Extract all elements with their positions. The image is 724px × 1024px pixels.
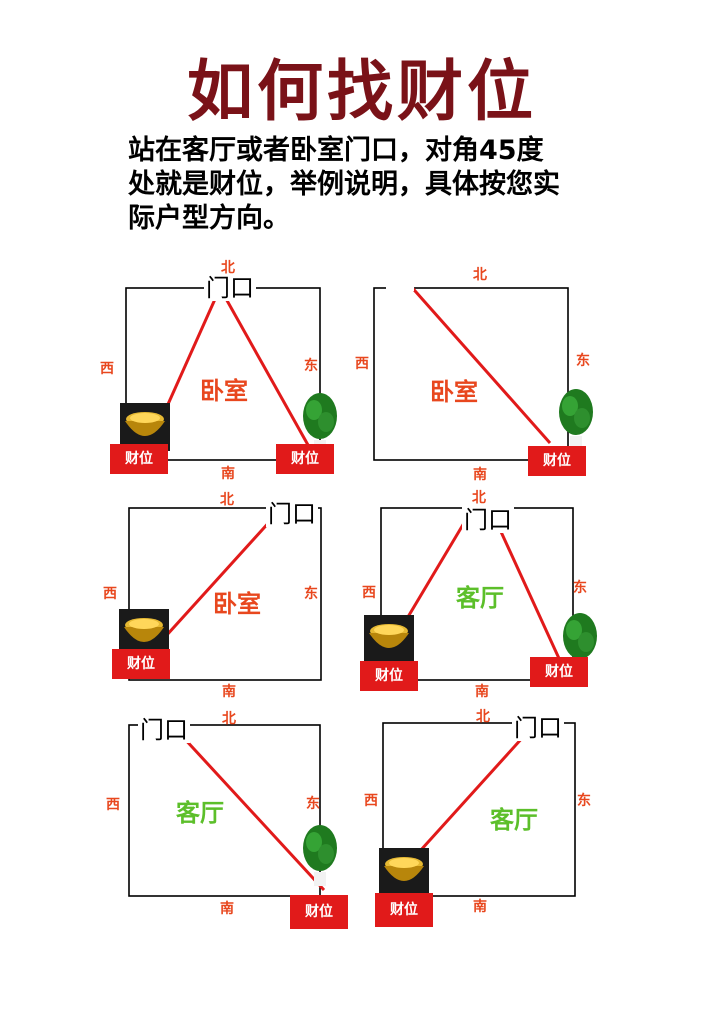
treasure-pot-icon [379,848,429,896]
door-label: 门口 [138,716,190,744]
door-label: 门口 [512,714,564,742]
direction-north: 北 [222,711,236,727]
direction-north: 北 [473,267,487,283]
direction-south: 南 [222,684,236,700]
panel-2-lines [373,269,569,461]
direction-west: 西 [364,793,378,809]
direction-south: 南 [221,466,235,482]
room-label: 客厅 [176,799,224,827]
direction-north: 北 [220,492,234,508]
wealth-position-badge: 财位 [110,444,168,474]
wealth-position-badge: 财位 [112,649,170,679]
wealth-position-badge: 财位 [360,661,418,691]
diagram-panel-6: 北 南 西 东 门口 客厅 财位 [352,706,602,927]
direction-east: 东 [577,793,591,809]
page-title: 如何找财位 [187,53,537,130]
room-label: 卧室 [200,377,248,405]
diagram-panel-1: 北 南 西 东 门口 卧室 财位 财位 [100,255,350,482]
door-label: 门口 [266,500,318,528]
direction-west: 西 [103,586,117,602]
direction-north: 北 [472,490,486,506]
direction-west: 西 [362,585,376,601]
room-label: 客厅 [456,584,504,612]
room-label: 卧室 [213,590,261,618]
diagram-panel-5: 北 南 西 东 门口 客厅 财位 [100,706,350,929]
direction-east: 东 [573,580,587,596]
panel-3-lines [128,507,322,681]
direction-south: 南 [220,901,234,917]
wealth-position-badge: 财位 [290,895,348,929]
direction-west: 西 [355,356,369,372]
wealth-position-badge: 财位 [528,446,586,476]
room-label: 客厅 [490,806,538,834]
treasure-pot-icon [364,615,414,663]
direction-east: 东 [576,353,590,369]
direction-south: 南 [475,684,489,700]
wealth-position-badge: 财位 [375,893,433,927]
direction-south: 南 [473,467,487,483]
direction-west: 西 [100,361,114,377]
intro-text: 站在客厅或者卧室门口，对角45度处就是财位，举例说明，具体按您实际户型方向。 [128,135,560,234]
treasure-pot-icon [120,403,170,451]
direction-east: 东 [304,586,318,602]
wealth-position-badge: 财位 [530,657,588,687]
diagram-panel-3: 北 南 西 东 门口 卧室 财位 [100,487,350,707]
diagram-panel-2: 北 南 西 东 卧室 财位 [350,255,600,483]
direction-east: 东 [306,796,320,812]
wealth-position-badge: 财位 [276,444,334,474]
room-label: 卧室 [430,378,478,406]
direction-north: 北 [221,260,235,276]
door-label: 门口 [462,506,514,534]
panel-5-lines [128,724,326,897]
diagram-panel-4: 北 南 西 东 门口 客厅 财位 财位 [352,487,602,707]
direction-south: 南 [473,899,487,915]
money-tree-icon [559,389,593,450]
door-label: 门口 [204,274,256,302]
money-tree-icon [303,825,337,886]
direction-north: 北 [476,709,490,725]
direction-west: 西 [106,797,120,813]
direction-east: 东 [304,358,318,374]
